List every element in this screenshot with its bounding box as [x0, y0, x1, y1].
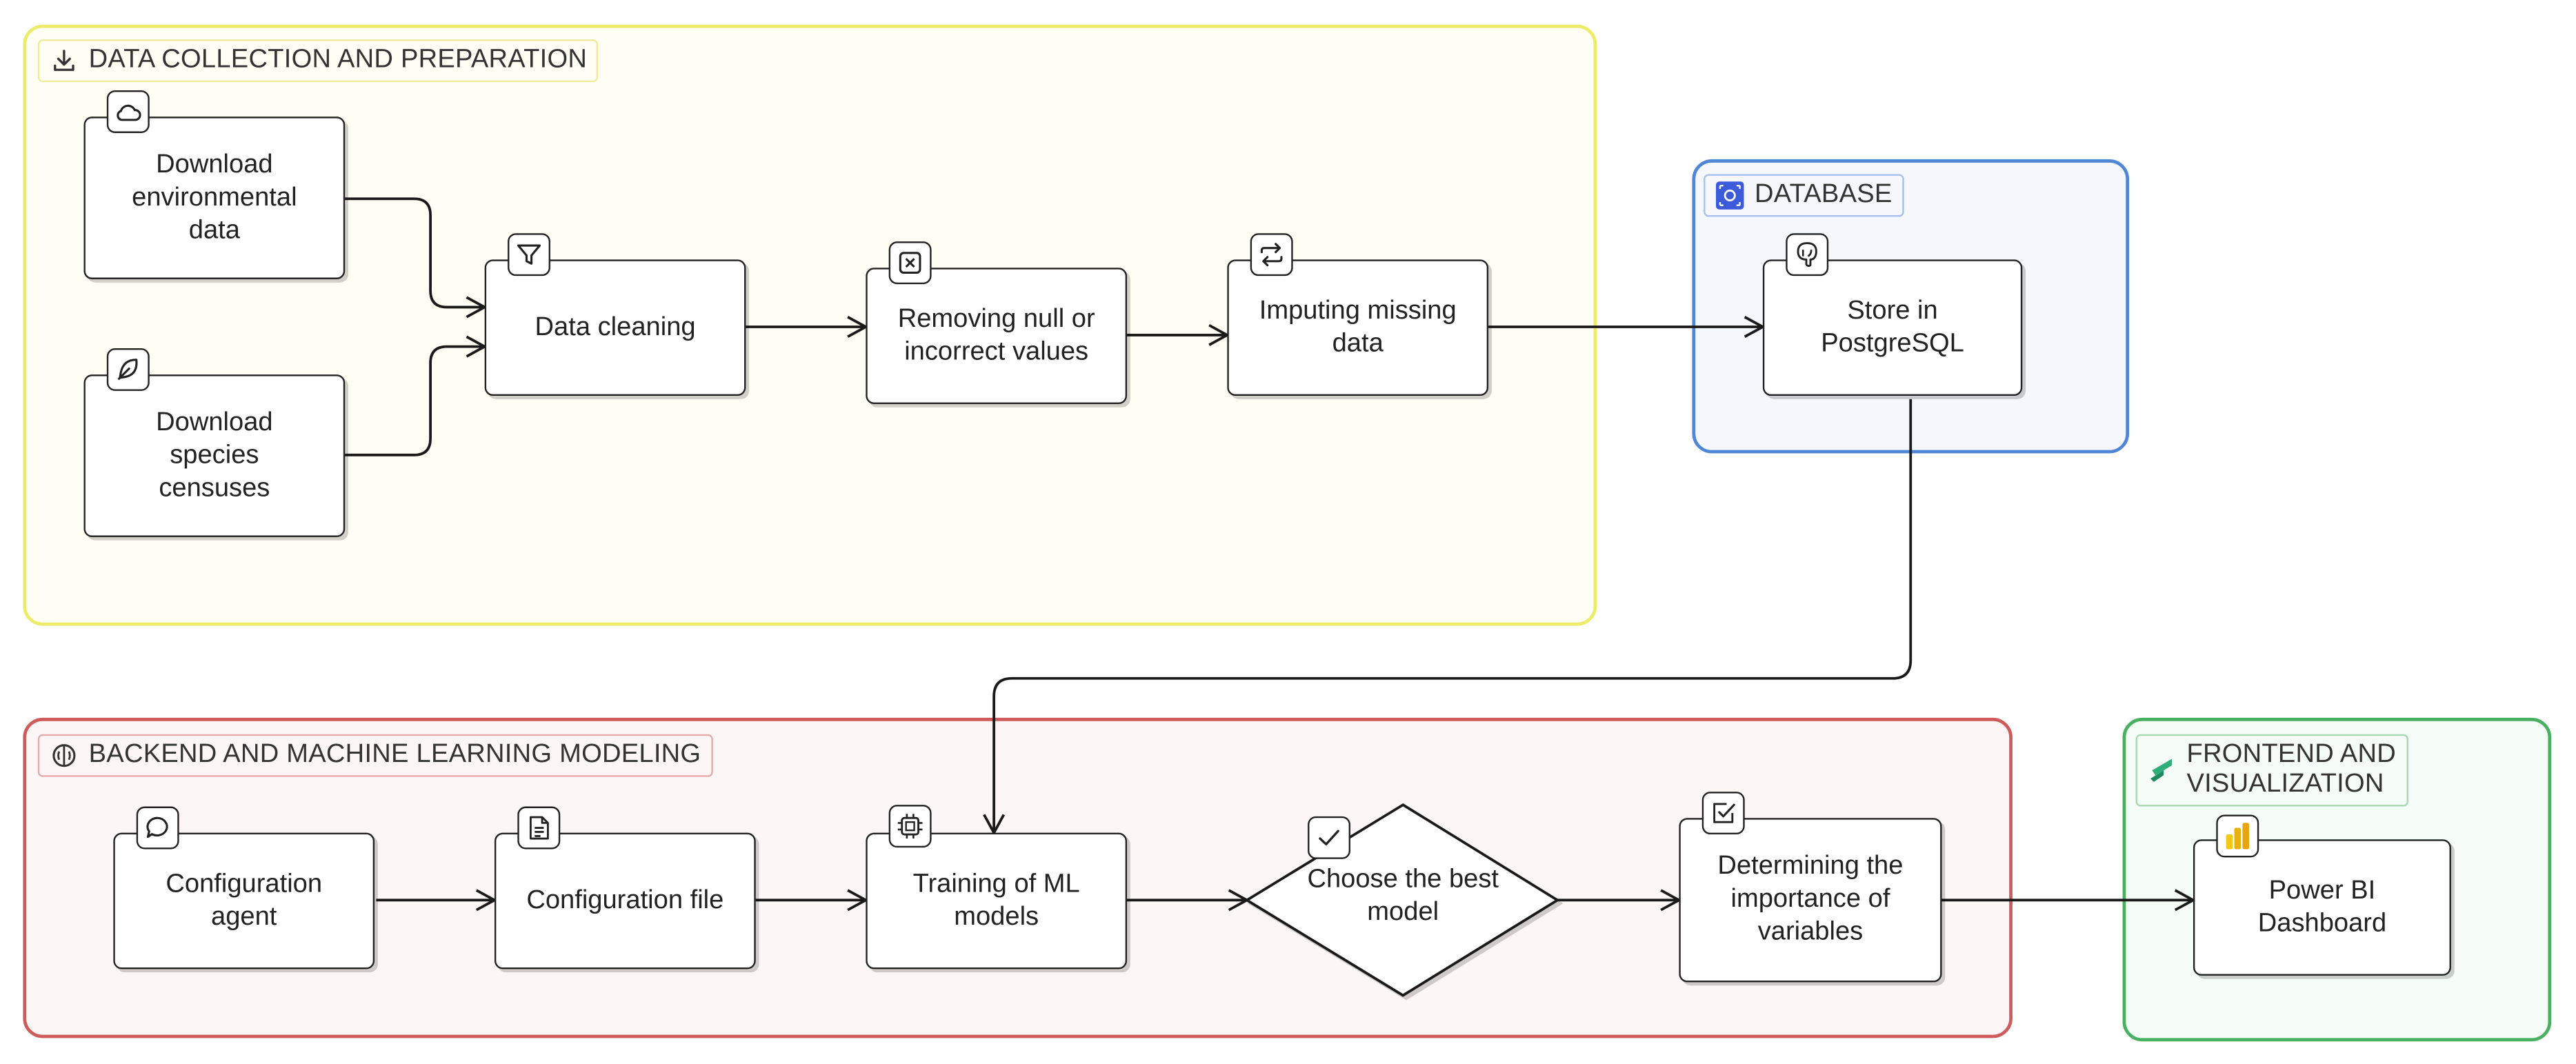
filter-icon [508, 233, 550, 277]
group-label-database: DATABASE [1704, 174, 1904, 217]
edge-agent-to-file [376, 889, 497, 912]
edge-training-to-choose [1127, 889, 1250, 912]
node-removing-null-values[interactable]: Removing null or incorrect values [866, 268, 1128, 404]
download-icon [49, 46, 79, 76]
file-text-icon [517, 806, 561, 850]
group-title: DATA COLLECTION AND PREPARATION [88, 46, 588, 74]
node-imputing-missing-data[interactable]: Imputing missing data [1227, 259, 1489, 397]
edge-choose-to-importance [1557, 889, 1682, 912]
edge-removing-to-imputing [1127, 323, 1230, 346]
repeat-icon [1250, 233, 1293, 277]
node-download-species-censuses[interactable]: Download species censuses [83, 374, 346, 537]
x-square-icon [888, 241, 932, 285]
group-label-data-collection: DATA COLLECTION AND PREPARATION [37, 39, 599, 83]
check-square-icon [1701, 792, 1745, 835]
postgresql-icon [1786, 233, 1829, 277]
cpu-icon [888, 805, 932, 848]
node-training-ml-models[interactable]: Training of ML models [866, 832, 1128, 970]
database-service-icon [1715, 181, 1745, 210]
chat-bubble-icon [136, 806, 179, 850]
decision-diamond [1244, 803, 1560, 997]
node-label: Configuration agent [166, 870, 323, 931]
node-determining-variable-importance[interactable]: Determining the importance of variables [1679, 818, 1942, 983]
power-bi-icon [2216, 814, 2259, 858]
edge-file-to-training [755, 889, 869, 912]
cloud-icon [106, 90, 150, 133]
edge-env-to-cleaning [345, 197, 488, 319]
node-configuration-file[interactable]: Configuration file [494, 832, 756, 970]
fabric-icon [2147, 754, 2177, 783]
edge-store-to-training [983, 399, 1913, 836]
group-title: BACKEND AND MACHINE LEARNING MODELING [88, 741, 701, 769]
node-label: Training of ML models [912, 870, 1080, 931]
node-label: Store in PostgreSQL [1821, 296, 1964, 358]
node-power-bi-dashboard[interactable]: Power BI Dashboard [2193, 839, 2451, 976]
node-label: Imputing missing data [1259, 296, 1457, 358]
brain-icon [49, 741, 79, 770]
group-label-frontend: FRONTEND AND VISUALIZATION [2135, 734, 2409, 807]
node-label: Data cleaning [535, 312, 696, 341]
node-label: Determining the importance of variables [1717, 852, 1904, 947]
check-icon [1308, 816, 1351, 859]
node-data-cleaning[interactable]: Data cleaning [484, 259, 746, 397]
node-download-environmental-data[interactable]: Download environmental data [83, 117, 346, 279]
decision-label: Choose the best model [1307, 865, 1499, 927]
edge-cleaning-to-removing [746, 316, 869, 338]
group-label-backend: BACKEND AND MACHINE LEARNING MODELING [37, 734, 712, 777]
edge-imputing-to-store [1488, 316, 1766, 338]
group-title: FRONTEND AND VISUALIZATION [2186, 741, 2396, 799]
feather-icon [106, 348, 150, 391]
node-label: Power BI Dashboard [2257, 876, 2387, 937]
node-store-in-postgresql[interactable]: Store in PostgreSQL [1762, 259, 2023, 397]
group-title: DATABASE [1754, 181, 1893, 209]
node-label: Download species censuses [156, 408, 273, 502]
edge-species-to-cleaning [345, 335, 488, 456]
node-label: Download environmental data [132, 150, 297, 244]
node-configuration-agent[interactable]: Configuration agent [113, 832, 375, 970]
edge-importance-to-powerbi [1941, 889, 2196, 912]
node-label: Removing null or incorrect values [897, 304, 1095, 365]
node-label: Configuration file [526, 886, 724, 914]
